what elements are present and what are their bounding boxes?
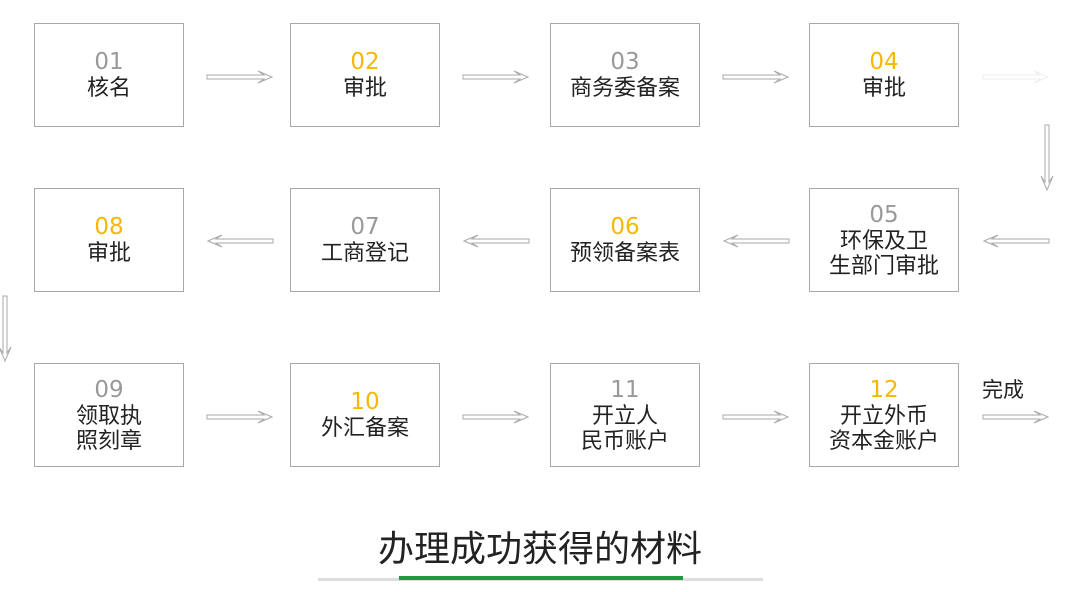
step-label: 领取执 照刻章 — [75, 403, 142, 454]
arrow-right-icon — [982, 70, 1050, 84]
step-06: 06 预领备案表 — [550, 188, 700, 292]
step-01: 01 核名 — [34, 23, 184, 127]
step-number: 02 — [350, 49, 380, 75]
step-label: 外汇备案 — [320, 416, 409, 441]
arrow-right-icon — [462, 410, 530, 424]
step-number: 12 — [869, 376, 899, 403]
step-number: 11 — [610, 376, 640, 403]
step-number: 05 — [869, 201, 899, 228]
arrow-left-icon — [982, 234, 1050, 248]
step-label: 核名 — [86, 76, 131, 101]
arrow-right-icon — [206, 70, 274, 84]
step-02: 02 审批 — [290, 23, 440, 127]
arrow-left-icon — [206, 234, 274, 248]
step-12: 12 开立外币 资本金账户 — [809, 363, 959, 467]
arrow-down-icon — [0, 295, 14, 363]
step-number: 03 — [610, 49, 640, 75]
step-label: 开立外币 资本金账户 — [828, 403, 939, 454]
step-label: 审批 — [861, 76, 906, 101]
step-05: 05 环保及卫 生部门审批 — [809, 188, 959, 292]
section-title: 办理成功获得的材料 — [377, 529, 702, 570]
step-label: 审批 — [86, 241, 131, 266]
step-11: 11 开立人 民币账户 — [550, 363, 700, 467]
title-underline-accent — [399, 576, 683, 580]
step-number: 09 — [94, 376, 124, 403]
step-03: 03 商务委备案 — [550, 23, 700, 127]
arrow-right-icon — [722, 410, 790, 424]
step-label: 工商登记 — [320, 241, 409, 266]
step-label: 开立人 民币账户 — [580, 403, 669, 454]
step-number: 01 — [94, 49, 124, 75]
step-number: 07 — [350, 214, 380, 240]
step-label: 环保及卫 生部门审批 — [828, 228, 939, 279]
step-04: 04 审批 — [809, 23, 959, 127]
arrow-right-icon — [462, 70, 530, 84]
step-08: 08 审批 — [34, 188, 184, 292]
arrow-left-icon — [462, 234, 530, 248]
arrow-right-icon — [982, 410, 1050, 424]
step-label: 审批 — [342, 76, 387, 101]
arrow-left-icon — [722, 234, 790, 248]
step-09: 09 领取执 照刻章 — [34, 363, 184, 467]
step-number: 10 — [350, 389, 380, 415]
step-label: 商务委备案 — [569, 76, 680, 101]
arrow-right-icon — [722, 70, 790, 84]
arrow-down-icon — [1040, 124, 1054, 192]
step-label: 预领备案表 — [569, 241, 680, 266]
step-number: 08 — [94, 214, 124, 240]
done-label: 完成 — [982, 378, 1024, 402]
step-number: 04 — [869, 49, 899, 75]
step-number: 06 — [610, 214, 640, 240]
arrow-right-icon — [206, 410, 274, 424]
step-07: 07 工商登记 — [290, 188, 440, 292]
step-10: 10 外汇备案 — [290, 363, 440, 467]
